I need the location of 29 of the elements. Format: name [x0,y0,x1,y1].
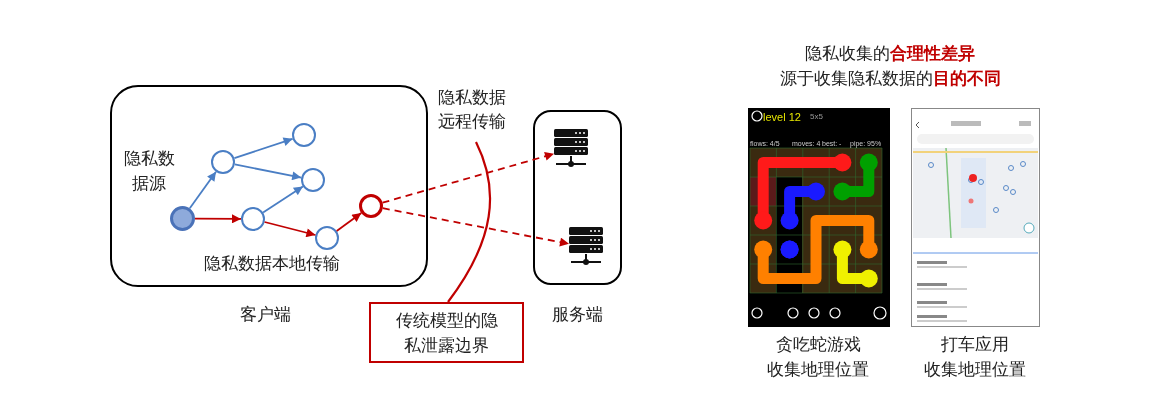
text-label: 贪吃蛇游戏 [774,334,862,356]
boundary-curve [447,141,492,303]
arrow [194,214,242,224]
arrow [188,170,217,210]
node-caption: 客户端 [238,303,292,326]
text-label: 源于收集隐私数据的目的不同 [778,68,1002,90]
server-box [533,110,622,285]
arrow [262,185,304,214]
arrow [381,151,555,204]
server-icon [569,227,603,267]
arrow [233,137,294,160]
arrow [263,221,317,238]
node-label: 传统模型的隐私泄露边界 [394,308,499,357]
text-label: 收集地理位置 [766,359,870,381]
server-icon [554,129,588,169]
arrow [381,207,570,247]
node-label: 隐私数据本地传输 [203,252,341,275]
arrow [233,163,303,181]
text-label: 打车应用 [940,334,1010,356]
text-label: 5x5 [810,111,824,123]
text-label: 收集地理位置 [923,359,1027,381]
text-label: 隐私数据远程传输 [437,87,507,133]
node-caption: 服务端 [550,303,604,326]
client-box [110,85,428,287]
boundary-box [369,302,524,363]
text-label: 隐私收集的合理性差异 [804,43,976,65]
node-caption: 隐私数据源 [122,147,176,195]
text-label: level 12 [763,110,802,124]
arrow [335,212,363,232]
